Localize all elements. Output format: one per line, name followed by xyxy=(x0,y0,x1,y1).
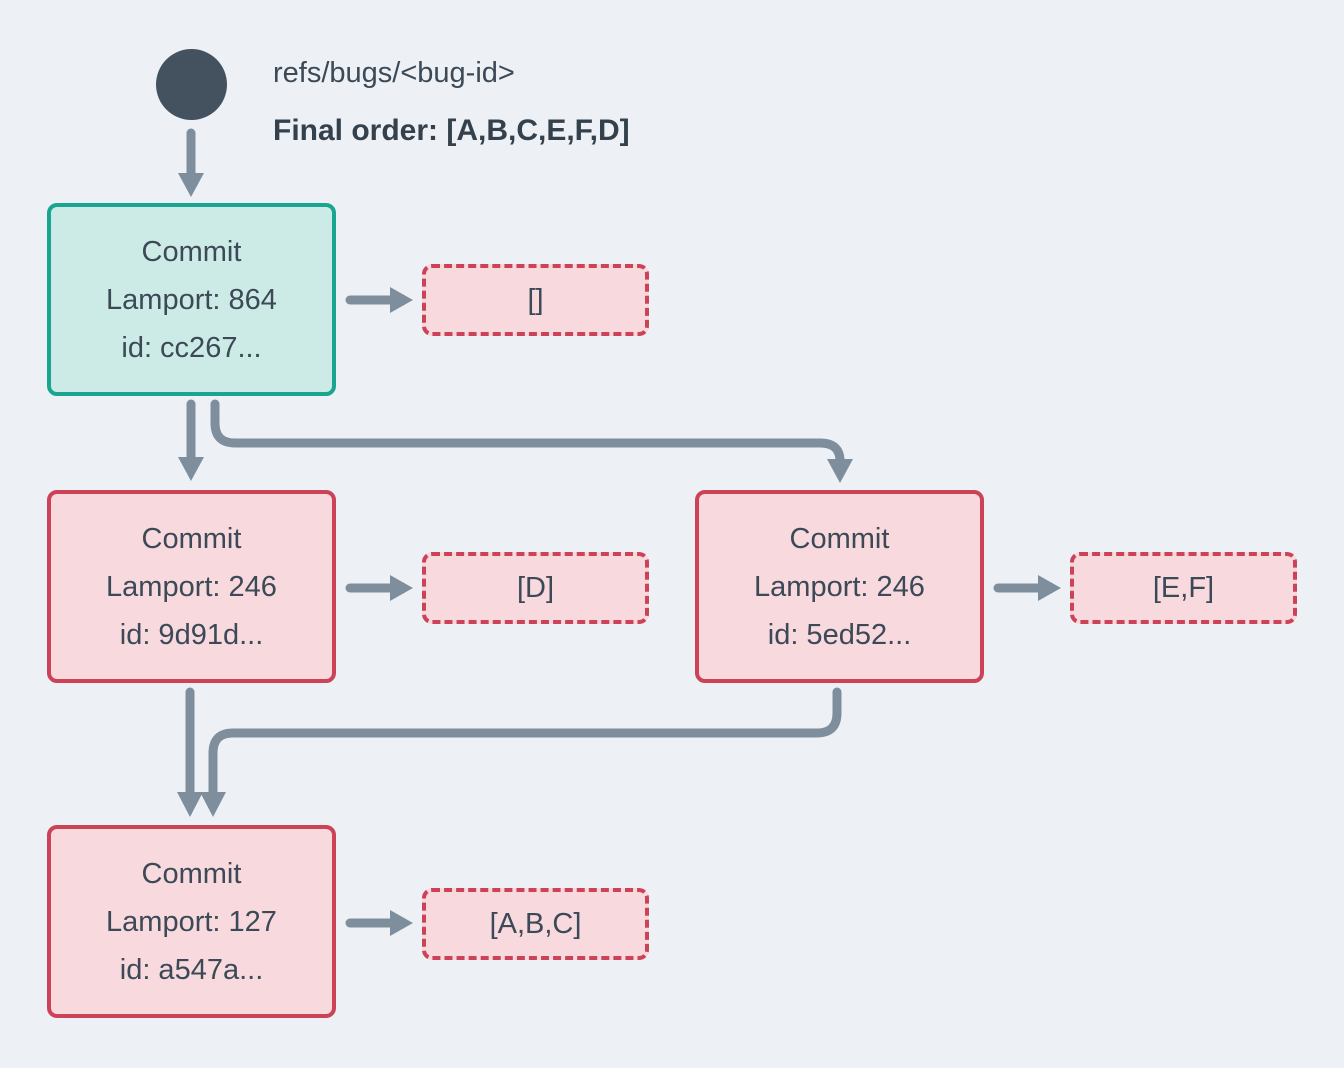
ops-list-right-child: [E,F] xyxy=(1070,552,1297,624)
arrowhead-right-child-to-ops xyxy=(1038,575,1061,601)
arrow-root-to-right-child xyxy=(210,399,845,466)
commit-id: id: cc267... xyxy=(121,331,262,364)
ref-name-label: refs/bugs/<bug-id> xyxy=(273,57,515,89)
commit-lamport: Lamport: 864 xyxy=(106,283,277,316)
final-order-label: Final order: [A,B,C,E,F,D] xyxy=(273,114,630,147)
commit-title: Commit xyxy=(141,857,242,890)
commit-title: Commit xyxy=(141,522,242,555)
arrowhead-left-child-to-ops xyxy=(390,575,413,601)
commit-lamport: Lamport: 127 xyxy=(106,905,277,938)
commit-lamport: Lamport: 246 xyxy=(106,570,277,603)
arrowhead-left-child-to-bottom xyxy=(177,792,203,817)
arrowhead-right-child-to-bottom xyxy=(200,792,226,817)
commit-node-right-child: Commit Lamport: 246 id: 5ed52... xyxy=(695,490,984,683)
commit-title: Commit xyxy=(141,235,242,268)
commit-id: id: 9d91d... xyxy=(119,618,264,651)
ref-head-node xyxy=(156,49,227,120)
arrowhead-root-to-right-child xyxy=(827,459,853,483)
arrowhead-ref-to-root xyxy=(178,173,204,197)
commit-node-root: Commit Lamport: 864 id: cc267... xyxy=(47,203,336,396)
commit-id: id: a547a... xyxy=(119,953,264,986)
arrow-right-child-to-bottom xyxy=(208,687,842,798)
ops-list-bottom: [A,B,C] xyxy=(422,888,649,960)
commit-node-bottom: Commit Lamport: 127 id: a547a... xyxy=(47,825,336,1018)
commit-title: Commit xyxy=(789,522,890,555)
ops-list-root: [] xyxy=(422,264,649,336)
commit-lamport: Lamport: 246 xyxy=(754,570,925,603)
ops-list-left-child: [D] xyxy=(422,552,649,624)
arrowhead-root-to-left-child xyxy=(178,457,204,481)
arrowhead-bottom-to-ops xyxy=(390,910,413,936)
commit-id: id: 5ed52... xyxy=(767,618,912,651)
commit-node-left-child: Commit Lamport: 246 id: 9d91d... xyxy=(47,490,336,683)
arrowhead-root-to-ops xyxy=(390,287,413,313)
